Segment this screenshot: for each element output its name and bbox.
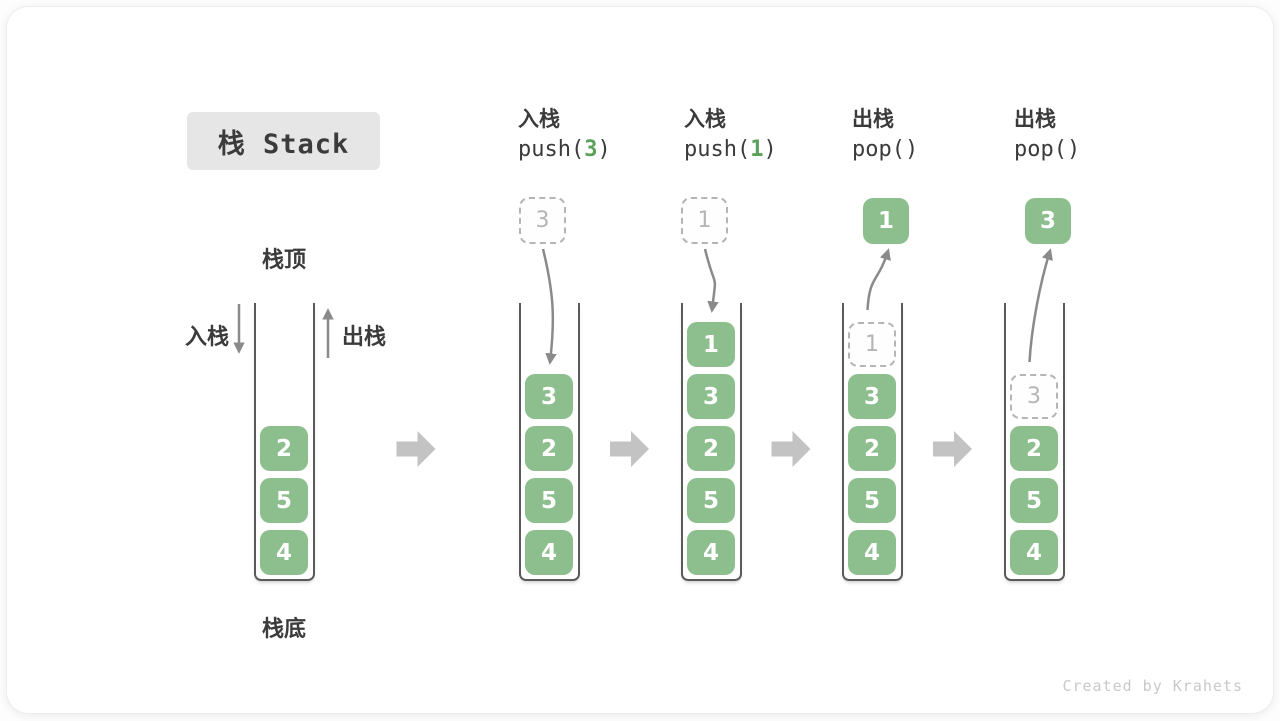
stack-item: 2 (848, 426, 896, 471)
code-pre: push( (518, 137, 585, 162)
next-step-arrow-icon (771, 431, 811, 467)
stack-item: 4 (687, 530, 735, 575)
stack-well-initial (253, 303, 315, 581)
popped-slot: 1 (848, 322, 896, 367)
code-arg: 1 (750, 137, 764, 162)
operation-code: pop() (1014, 133, 1174, 167)
title-badge: 栈 Stack (187, 112, 380, 170)
stack-item: 5 (1010, 478, 1058, 523)
stack-item: 2 (525, 426, 573, 471)
operation-name: 入栈 (518, 107, 560, 131)
operation-code: pop() (852, 133, 1012, 167)
operation-name: 出栈 (852, 107, 894, 131)
incoming-item: 3 (519, 197, 566, 244)
operation-code: push(1) (684, 133, 844, 167)
push-side-label: 入栈 (184, 325, 229, 350)
stack-item: 3 (687, 374, 735, 419)
stack-item: 5 (848, 478, 896, 523)
code-pre: push( (684, 137, 751, 162)
next-step-arrow-icon (933, 431, 972, 467)
stack-well-after-pop-3 (1003, 303, 1065, 581)
stack-item: 4 (848, 530, 896, 575)
title-text: 栈 Stack (217, 128, 350, 160)
stack-item: 4 (1010, 530, 1058, 575)
code-post: ) (1066, 137, 1081, 162)
stack-well-after-pop-1 (841, 303, 903, 581)
stack-item: 3 (525, 374, 573, 419)
pop-side-label: 出栈 (342, 325, 387, 350)
stack-item: 3 (848, 374, 896, 419)
watermark: Created by Krahets (1062, 677, 1243, 695)
stack-item: 4 (525, 530, 573, 575)
stack-well-after-push-3 (518, 303, 580, 581)
stack-item: 2 (687, 426, 735, 471)
operation-name: 入栈 (684, 107, 726, 131)
stack-item: 5 (260, 478, 308, 523)
next-step-arrow-icon (396, 431, 436, 467)
code-post: ) (763, 137, 777, 162)
stack-bottom-label: 栈底 (261, 617, 306, 642)
stack-well-after-push-1 (680, 303, 742, 581)
stack-item: 2 (260, 426, 308, 471)
code-post: ) (597, 137, 611, 162)
code-pre: pop( (852, 137, 905, 162)
stack-item: 2 (1010, 426, 1058, 471)
incoming-item: 1 (681, 197, 728, 244)
popped-item: 3 (1025, 198, 1071, 244)
push-motion-arrow-icon (703, 248, 719, 313)
operation-code: push(3) (518, 133, 678, 167)
code-post: ) (904, 137, 919, 162)
popped-slot: 3 (1010, 374, 1058, 419)
pop-motion-arrow-icon (866, 248, 891, 311)
stack-item: 1 (687, 322, 735, 367)
stack-item: 5 (525, 478, 573, 523)
popped-item: 1 (863, 198, 909, 244)
operation-name: 出栈 (1014, 107, 1056, 131)
code-pre: pop( (1014, 137, 1067, 162)
stack-item: 4 (260, 530, 308, 575)
stack-item: 5 (687, 478, 735, 523)
next-step-arrow-icon (610, 431, 649, 467)
code-arg: 3 (584, 137, 598, 162)
stack-top-label: 栈顶 (261, 248, 306, 273)
